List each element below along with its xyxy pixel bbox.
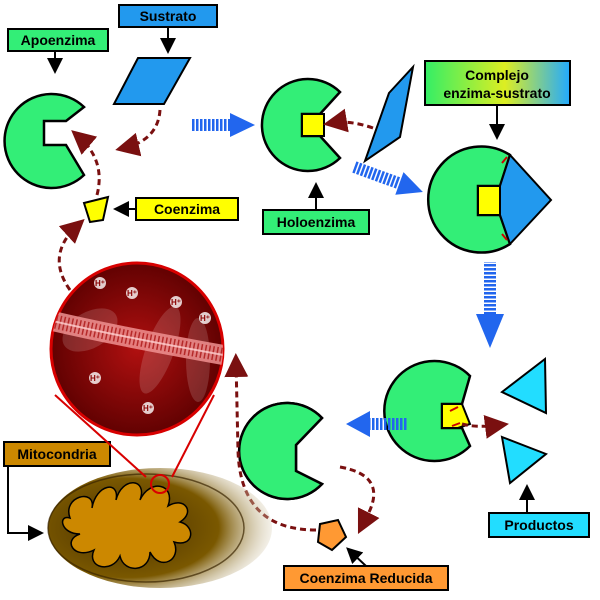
enzyme-releasing-products [383,359,472,463]
label-sustrato: Sustrato [118,4,218,28]
svg-text:H⁺: H⁺ [127,289,137,298]
svg-text:H⁺: H⁺ [90,374,100,383]
svg-text:Sustrato: Sustrato [140,8,197,24]
dashed-arrow-reduced-to-mito [224,353,317,532]
flow-arrow-apo-to-holo [192,113,255,137]
flow-arrow-holo-to-complex [352,161,423,195]
svg-text:Coenzima: Coenzima [154,201,220,217]
dashed-arrow-mito-to-coenzyme [57,218,85,291]
label-coenzima: Coenzima [135,197,239,221]
membrane-zoom-circle: H⁺ H⁺ H⁺ H⁺ H⁺ H⁺ [49,261,225,437]
flow-arrow-complex-to-products [476,262,504,348]
svg-text:Mitocondria: Mitocondria [17,446,97,462]
svg-text:H⁺: H⁺ [200,314,210,323]
svg-text:H⁺: H⁺ [143,404,153,413]
mitocondria-pointer [7,466,44,541]
svg-text:H⁺: H⁺ [171,298,181,307]
coenzima-reducida-pointer [346,547,367,567]
svg-text:Productos: Productos [504,517,573,533]
product-bottom-shape [500,435,548,485]
proton-labels: H⁺ H⁺ H⁺ H⁺ H⁺ H⁺ [89,277,211,414]
svg-text:enzima-sustrato: enzima-sustrato [443,85,550,101]
product-top-shape [500,357,548,415]
coenzyme-shape [82,195,110,224]
apoenzyme-shape [3,92,86,190]
dashed-arrow-products-release [461,414,509,439]
dashed-arrow-coenzyme-to-apo [71,130,101,196]
substrate-shape [112,57,192,105]
label-mitocondria: Mitocondria [3,441,111,467]
svg-text:Apoenzima: Apoenzima [21,32,96,48]
zoom-line-right [171,394,215,478]
svg-text:Coenzima Reducida: Coenzima Reducida [299,570,432,586]
zoom-line-left [54,394,147,478]
enzyme-substrate-complex [426,145,553,254]
holoenzyme-shape [260,77,342,173]
zoom-origin-marker [150,474,170,494]
apoenzyme-free-outline [237,401,325,501]
substrate-approaching [363,63,415,164]
svg-text:H⁺: H⁺ [95,279,105,288]
label-apoenzima: Apoenzima [7,28,109,52]
label-complejo-enzima-sustrato: Complejo enzima-sustrato [424,60,571,106]
dashed-arrow-substrate-to-apo [115,109,162,157]
reduced-coenzyme-shape [316,518,348,552]
mitochondrion [47,468,272,588]
label-productos: Productos [488,512,590,538]
label-holoenzima: Holoenzima [262,209,370,235]
dashed-arrow-to-reduced-coenzyme [339,465,380,535]
dashed-arrow-substrate-to-holo [323,108,374,133]
svg-text:Complejo: Complejo [465,67,529,83]
flow-arrow-products-to-apo [346,411,408,437]
mitochondrion-cristae [61,482,192,570]
label-coenzima-reducida: Coenzima Reducida [283,565,449,591]
svg-text:Holoenzima: Holoenzima [277,214,356,230]
